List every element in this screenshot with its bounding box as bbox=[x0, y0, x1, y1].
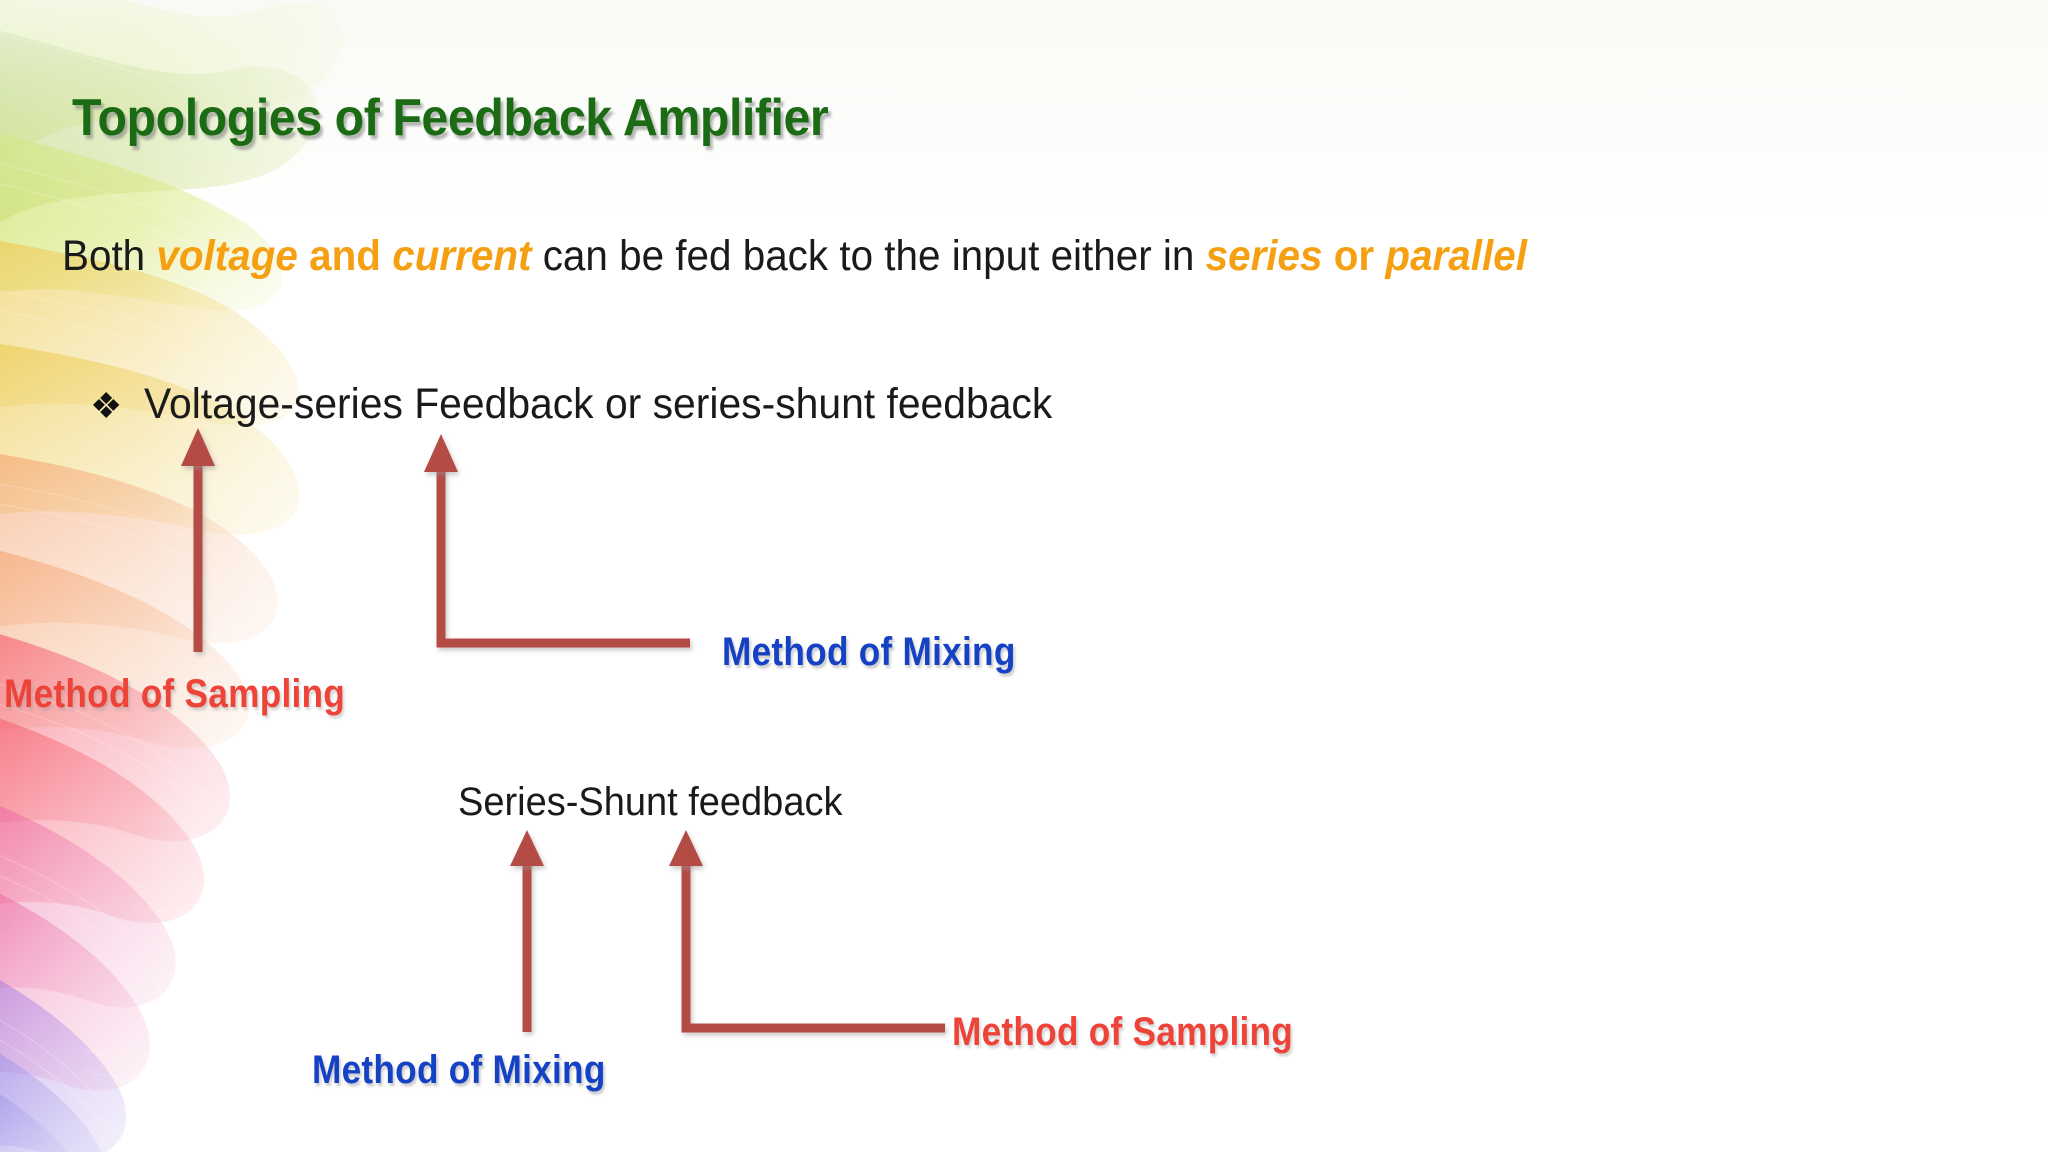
arrow-sampling-bottom-shaft bbox=[681, 852, 945, 1033]
decor-ribbon-purple-1 bbox=[0, 980, 126, 1152]
label-method-of-sampling-top: Method of Sampling bbox=[4, 672, 346, 716]
arrow-mixing-bottom-head bbox=[510, 830, 544, 866]
arrow-group bbox=[193, 452, 945, 1033]
lead-emphasis-parallel: parallel bbox=[1385, 232, 1527, 280]
diamond-bullet-icon: ❖ bbox=[90, 385, 123, 426]
decor-ribbon-yellow-2 bbox=[0, 343, 300, 535]
decor-ribbon-orange-1 bbox=[0, 454, 278, 644]
lead-emphasis-series: series bbox=[1205, 232, 1323, 280]
arrow-mixing-top-shaft bbox=[436, 458, 690, 648]
lead-emphasis-current: current bbox=[392, 232, 532, 280]
decor-svg bbox=[0, 0, 420, 1152]
arrow-sampling-top-head bbox=[181, 428, 215, 466]
decor-ribbon-red-1 bbox=[0, 634, 230, 842]
decor-ribbon-violet-2 bbox=[0, 1094, 68, 1152]
decor-ribbon-pink-2 bbox=[0, 893, 150, 1091]
label-method-of-mixing-bottom: Method of Mixing bbox=[312, 1048, 606, 1092]
label-method-of-sampling-bottom: Method of Sampling bbox=[952, 1010, 1294, 1054]
decor-line-texture bbox=[0, 0, 344, 1152]
bullet-item-label: Voltage-series Feedback or series-shunt … bbox=[144, 380, 1053, 428]
arrow-mixing-top-head bbox=[424, 434, 458, 472]
page-title: Topologies of Feedback Amplifier bbox=[72, 89, 829, 147]
decor-ribbon-red-2 bbox=[0, 718, 205, 924]
lead-emphasis-voltage: voltage bbox=[156, 232, 298, 280]
decor-fade-mask bbox=[140, 0, 420, 1152]
arrow-sampling-bottom-head bbox=[669, 830, 703, 866]
lead-conjunction-and: and bbox=[297, 232, 393, 280]
series-shunt-feedback-caption: Series-Shunt feedback bbox=[458, 780, 843, 824]
lead-text-part3: can be fed back to the input either in bbox=[531, 232, 1206, 280]
lead-conjunction-or: or bbox=[1322, 232, 1386, 280]
decor-ribbon-pink-1 bbox=[0, 805, 176, 1008]
label-method-of-mixing-top: Method of Mixing bbox=[722, 630, 1016, 674]
lead-text-part1: Both bbox=[62, 232, 157, 280]
bullet-list-item: ❖ Voltage-series Feedback or series-shun… bbox=[90, 380, 1100, 429]
decor-ribbon-orange-2 bbox=[0, 550, 249, 749]
abstract-smoke-ribbon-artwork bbox=[0, 0, 420, 1152]
lead-paragraph: Both voltage and current can be fed back… bbox=[62, 232, 1527, 281]
decor-ribbon-violet-1 bbox=[0, 1053, 101, 1152]
